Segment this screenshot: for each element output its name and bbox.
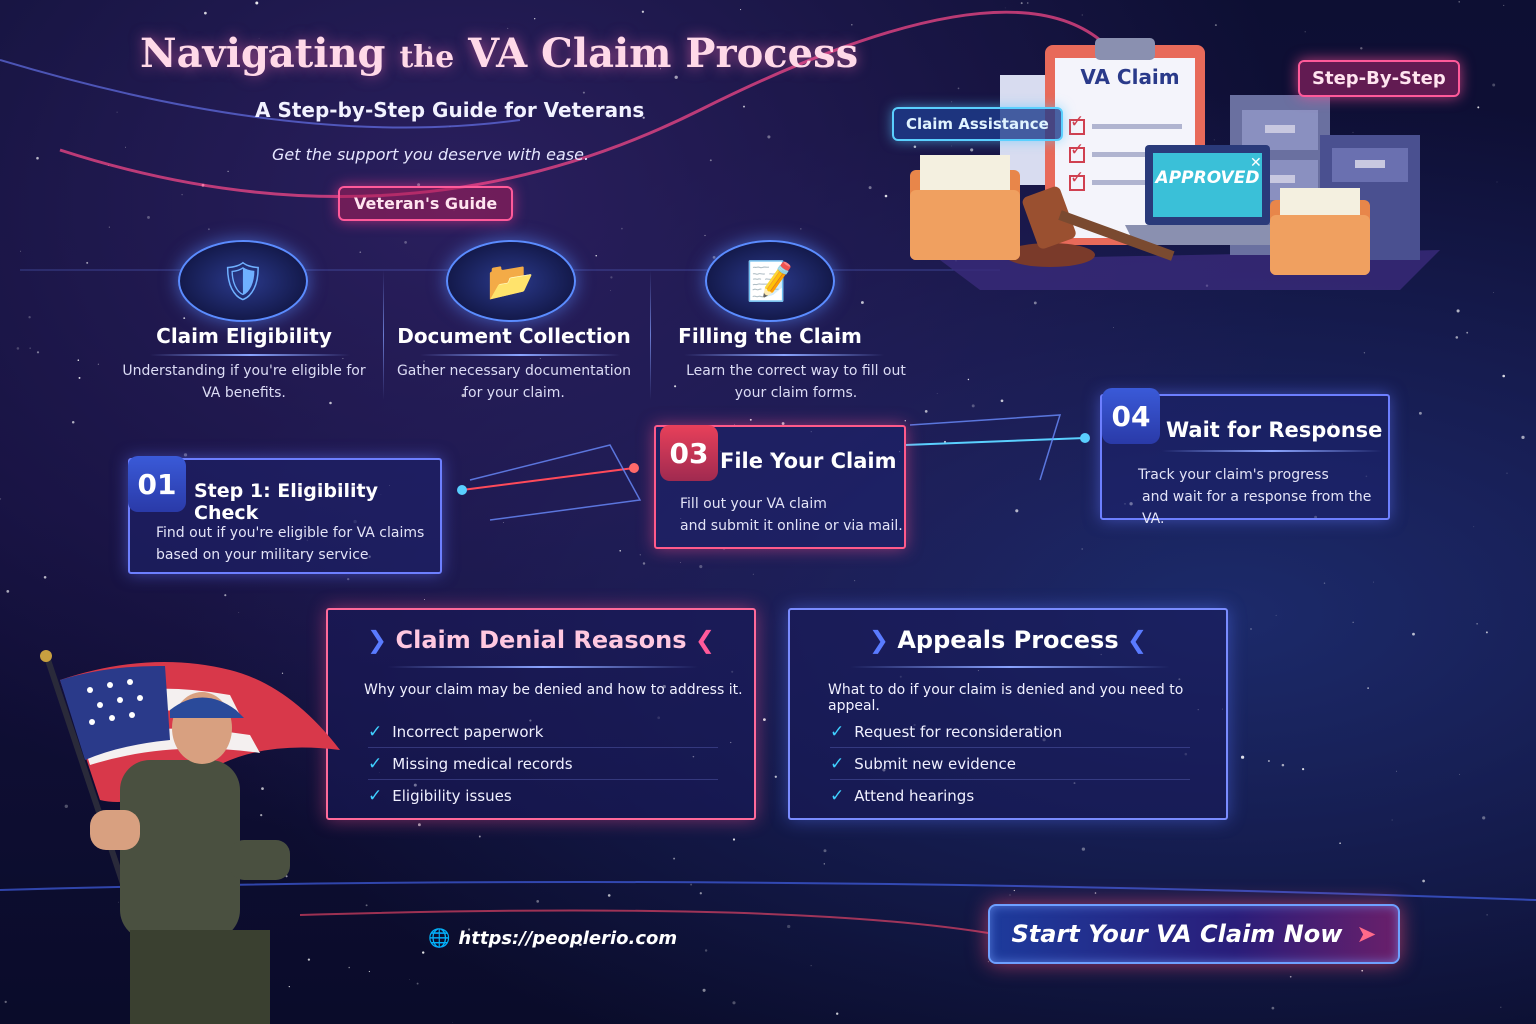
check-icon: ✓: [1070, 168, 1085, 188]
close-icon: ✕: [1250, 155, 1262, 171]
list-item: ✓Submit new evidence: [830, 748, 1190, 780]
divider: [1162, 450, 1382, 452]
check-icon: ✓: [830, 753, 845, 774]
check-icon: ✓: [368, 786, 383, 806]
panel-description: What to do if your claim is denied and y…: [828, 682, 1184, 714]
step-card-wait-response: 04 Wait for Response Track your claim's …: [1100, 388, 1390, 527]
feature-title: Document Collection: [397, 324, 631, 348]
clipboard-title: VA Claim: [1080, 65, 1180, 89]
paper-plane-icon: ➤: [1356, 920, 1377, 948]
step-by-step-tag: Step-By-Step: [1298, 60, 1460, 97]
step-number: 03: [660, 425, 718, 481]
form-pen-icon: 📝: [746, 258, 794, 303]
divider: [420, 354, 620, 356]
page-title: Navigating the VA Claim Process: [140, 30, 859, 77]
divider: [684, 354, 884, 356]
soldier-flag-illustration: [40, 650, 340, 1024]
chevron-left-icon: ❮: [686, 626, 715, 654]
divider: [388, 666, 698, 668]
check-icon: ✓: [368, 753, 383, 774]
start-claim-button[interactable]: Start Your VA Claim Now ➤: [988, 904, 1400, 964]
list-item: ✓Attend hearings: [830, 786, 975, 806]
step-title: File Your Claim: [720, 449, 897, 473]
list-item: ✓Incorrect paperwork: [368, 716, 718, 748]
claim-denial-panel: ❯ Claim Denial Reasons ❮ Why your claim …: [326, 608, 756, 820]
tagline: Get the support you deserve with ease.: [272, 145, 590, 164]
list-item: ✓Missing medical records: [368, 748, 718, 780]
approved-stamp: APPROVED: [1155, 168, 1260, 188]
folder-icon: 📂: [487, 258, 535, 303]
chevron-right-icon: ❯: [367, 626, 396, 654]
check-icon: ✓: [1070, 140, 1085, 160]
page-subtitle: A Step-by-Step Guide for Veterans: [255, 98, 645, 122]
feature-title: Filling the Claim: [678, 324, 862, 348]
divider: [850, 666, 1170, 668]
chevron-right-icon: ❯: [868, 626, 898, 654]
veterans-guide-badge: Veteran's Guide: [338, 186, 514, 221]
chevron-left-icon: ❮: [1118, 626, 1148, 654]
feature-filling: 📝: [705, 240, 835, 322]
step-number: 01: [128, 456, 186, 512]
panel-title: ❯ Claim Denial Reasons ❮: [367, 626, 715, 654]
step-title: Wait for Response: [1166, 418, 1383, 442]
check-icon: ✓: [1070, 112, 1085, 132]
globe-icon: 🌐: [428, 928, 451, 949]
list-item: ✓Eligibility issues: [368, 786, 512, 806]
claim-assistance-tag: Claim Assistance: [892, 107, 1063, 141]
step-title: Step 1: Eligibility Check: [194, 480, 379, 524]
divider: [650, 270, 651, 400]
check-icon: ✓: [830, 721, 845, 742]
list-item: ✓Request for reconsideration: [830, 716, 1190, 748]
appeals-process-panel: ❯ Appeals Process ❮ What to do if your c…: [788, 608, 1228, 820]
step-number: 04: [1102, 388, 1160, 444]
appeals-steps-list: ✓Request for reconsideration ✓Submit new…: [830, 716, 1190, 812]
website-link[interactable]: 🌐 https://peoplerio.com: [428, 928, 678, 949]
denial-reasons-list: ✓Incorrect paperwork ✓Missing medical re…: [368, 716, 718, 812]
check-icon: ✓: [368, 721, 383, 742]
feature-documents: 📂: [446, 240, 576, 322]
divider: [383, 270, 384, 400]
step-description: Find out if you're eligible for VA claim…: [156, 525, 425, 563]
step-card-eligibility: 01 Step 1: Eligibility Check Find out if…: [128, 456, 442, 574]
step-card-file-claim: 03 File Your Claim Fill out your VA clai…: [654, 425, 906, 549]
feature-eligibility: 🛡: [178, 240, 308, 322]
claim-illustration: VA Claim APPROVED ✕ ✓ ✓ ✓: [880, 20, 1480, 290]
panel-title: ❯ Appeals Process ❮: [868, 626, 1148, 654]
feature-title: Claim Eligibility: [156, 324, 332, 348]
check-icon: ✓: [830, 786, 845, 806]
panel-description: Why your claim may be denied and how to …: [364, 682, 743, 698]
shield-check-icon: 🛡: [218, 258, 268, 303]
divider: [150, 354, 350, 356]
